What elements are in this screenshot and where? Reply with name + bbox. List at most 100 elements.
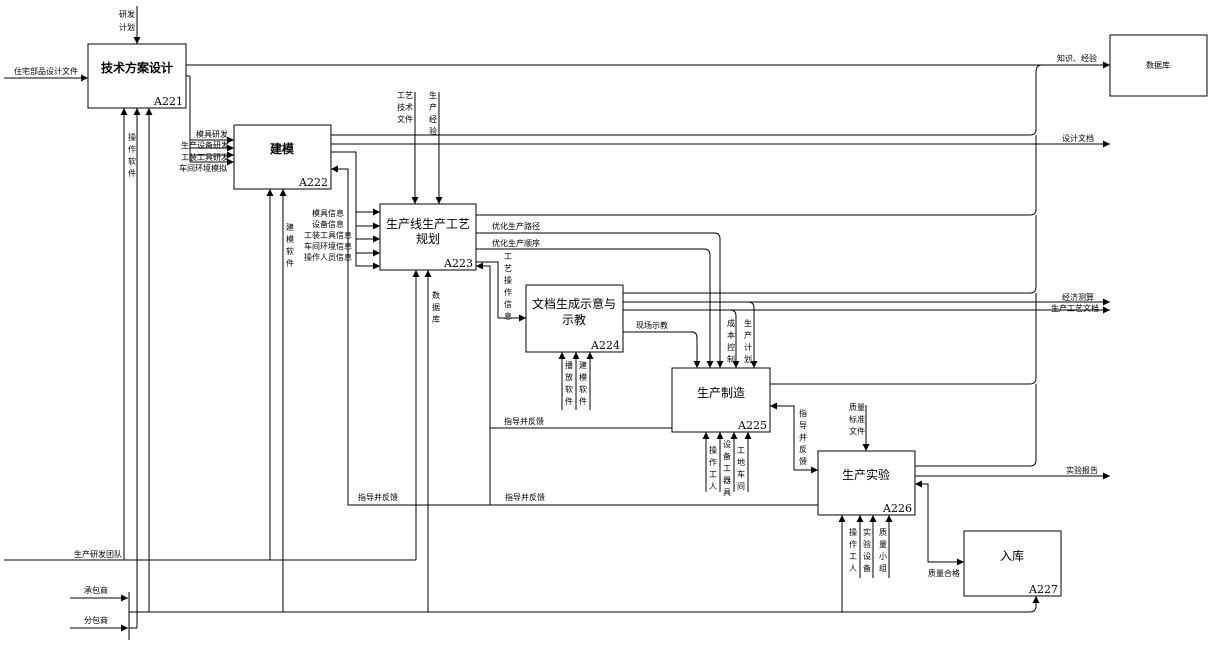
- svg-text:息: 息: [504, 311, 512, 321]
- svg-text:划: 划: [744, 354, 752, 364]
- svg-text:现场示教: 现场示教: [636, 320, 668, 330]
- label-shebeiyanfa: 生产设备研发: [181, 140, 229, 150]
- svg-text:人: 人: [709, 482, 717, 491]
- svg-text:质: 质: [879, 527, 887, 537]
- svg-text:实验报告: 实验报告: [1066, 465, 1098, 475]
- a221-code: A221: [153, 95, 183, 108]
- svg-text:播: 播: [565, 360, 573, 370]
- arrow-design-docs: 设计文档: [331, 133, 1110, 148]
- arrow-gongyi-caozuo: 工 艺 操 作 信 息: [476, 252, 526, 322]
- database-title: 数据库: [1146, 60, 1170, 70]
- svg-text:验: 验: [863, 539, 871, 549]
- box-a226[interactable]: 生产实验 A226: [817, 450, 916, 516]
- arrow-knowledge-to-db: 知识、经验: [186, 53, 1110, 69]
- box-a224[interactable]: 文档生成示意与 示教 A224: [525, 284, 624, 353]
- svg-text:设: 设: [863, 551, 871, 561]
- svg-text:工: 工: [504, 252, 512, 261]
- a226-code: A226: [882, 502, 912, 515]
- svg-text:反: 反: [799, 444, 807, 454]
- resource-fenbaoshang: 分包商: [70, 615, 128, 632]
- a227-title: 入库: [1000, 548, 1024, 563]
- a224-title-line1: 文档生成示意与: [532, 296, 616, 311]
- svg-text:生: 生: [429, 90, 437, 100]
- arrow-youhua-shunxu: 优化生产顺序: [476, 238, 714, 368]
- a222-title: 建模: [269, 141, 295, 156]
- a223-title-line2: 规划: [416, 231, 440, 246]
- resource-chengbaoshang: 承包商: [70, 585, 128, 602]
- svg-text:质量合格: 质量合格: [928, 568, 960, 578]
- svg-text:件: 件: [286, 258, 294, 268]
- mech-jianmo-ruanjian-2: 建 模 软 件: [572, 352, 594, 410]
- label-chejian: 车间环境模拟: [179, 163, 227, 173]
- svg-text:作: 作: [504, 287, 512, 297]
- box-a222[interactable]: 建模 A222: [233, 124, 332, 190]
- svg-text:文件: 文件: [397, 114, 413, 124]
- svg-text:生产工艺文档: 生产工艺文档: [1051, 303, 1099, 313]
- svg-text:工装工具信息: 工装工具信息: [304, 230, 352, 240]
- svg-text:优化生产路径: 优化生产路径: [492, 221, 540, 231]
- svg-text:模: 模: [579, 372, 587, 382]
- svg-text:件: 件: [579, 396, 587, 406]
- svg-text:工: 工: [709, 470, 717, 479]
- arrow-xianchang-shijiao: 现场示教: [623, 320, 701, 368]
- svg-text:数: 数: [432, 290, 440, 300]
- a227-code: A227: [1028, 583, 1058, 596]
- svg-text:人: 人: [849, 564, 857, 573]
- control-zhiliang-biaozhun: 质量 标准 文件: [849, 402, 870, 451]
- svg-text:标准: 标准: [849, 414, 865, 424]
- svg-text:器: 器: [723, 476, 731, 485]
- control-gongyi-jishu: 工艺 技术 文件: [397, 91, 419, 204]
- svg-text:建: 建: [579, 360, 587, 370]
- label-zhidao-3: 指导并反馈: [505, 492, 545, 502]
- svg-text:间: 间: [737, 482, 745, 491]
- mech-jianmo-ruanjian: 建 模 软 件: [266, 189, 294, 612]
- arrow-youhua-lujing: 优化生产路径: [476, 221, 724, 368]
- svg-text:操: 操: [504, 275, 512, 285]
- box-a227[interactable]: 入库 A227: [963, 530, 1062, 597]
- box-a225[interactable]: 生产制造 A225: [671, 367, 771, 433]
- feedback-a226-a222: 指导并反馈: [331, 165, 818, 506]
- svg-text:分包商: 分包商: [84, 615, 108, 625]
- mech-shujuku: 数 据 库: [412, 270, 440, 612]
- svg-text:车: 车: [737, 469, 745, 479]
- svg-text:生产研发团队: 生产研发团队: [74, 549, 122, 559]
- arrow-zhiliang-hege: 质量合格: [915, 480, 964, 578]
- a225-code: A225: [737, 419, 767, 432]
- svg-text:作: 作: [128, 144, 136, 154]
- svg-text:模: 模: [286, 234, 294, 244]
- svg-text:备: 备: [863, 563, 871, 573]
- svg-text:操: 操: [849, 527, 857, 537]
- svg-text:工艺: 工艺: [397, 91, 413, 100]
- label-zhishi: 知识、经验: [1057, 53, 1097, 63]
- label-chengben-kongzhi: 成 本 控 制: [727, 318, 735, 364]
- svg-text:软: 软: [286, 246, 294, 256]
- svg-text:指导并反馈: 指导并反馈: [504, 416, 544, 426]
- svg-text:件: 件: [128, 168, 136, 178]
- svg-text:设: 设: [723, 439, 731, 449]
- svg-text:工: 工: [849, 552, 857, 561]
- svg-text:优化生产顺序: 优化生产顺序: [492, 238, 540, 248]
- arrow-zhuzhai-input: 住宅部品设计文件: [4, 66, 88, 82]
- arrow-yanfa-jihua: 研发 计划: [119, 6, 141, 44]
- box-a223[interactable]: 生产线生产工艺 规划 A223: [379, 203, 477, 271]
- resource-team: 生产研发团队: [4, 549, 416, 561]
- svg-text:量: 量: [879, 540, 887, 549]
- svg-text:操: 操: [709, 445, 717, 455]
- svg-text:设备信息: 设备信息: [312, 219, 344, 229]
- svg-text:指导并反馈: 指导并反馈: [358, 492, 398, 502]
- arrow-a225-a226: 指 导 并 反 馈: [770, 402, 818, 474]
- svg-text:软: 软: [565, 384, 573, 394]
- arrow-shiyan-baogao: 实验报告: [915, 465, 1110, 480]
- box-database[interactable]: 数据库: [1109, 34, 1208, 97]
- svg-text:小: 小: [879, 552, 887, 561]
- svg-text:据: 据: [432, 302, 440, 312]
- svg-text:放: 放: [565, 372, 573, 382]
- svg-text:产: 产: [744, 330, 752, 340]
- svg-text:成: 成: [727, 318, 735, 328]
- svg-text:质量: 质量: [849, 402, 865, 412]
- label-yanfa: 研发: [119, 9, 135, 19]
- svg-text:实: 实: [863, 527, 871, 537]
- svg-text:制: 制: [727, 354, 735, 364]
- box-a221[interactable]: 技术方案设计 A221: [87, 43, 187, 109]
